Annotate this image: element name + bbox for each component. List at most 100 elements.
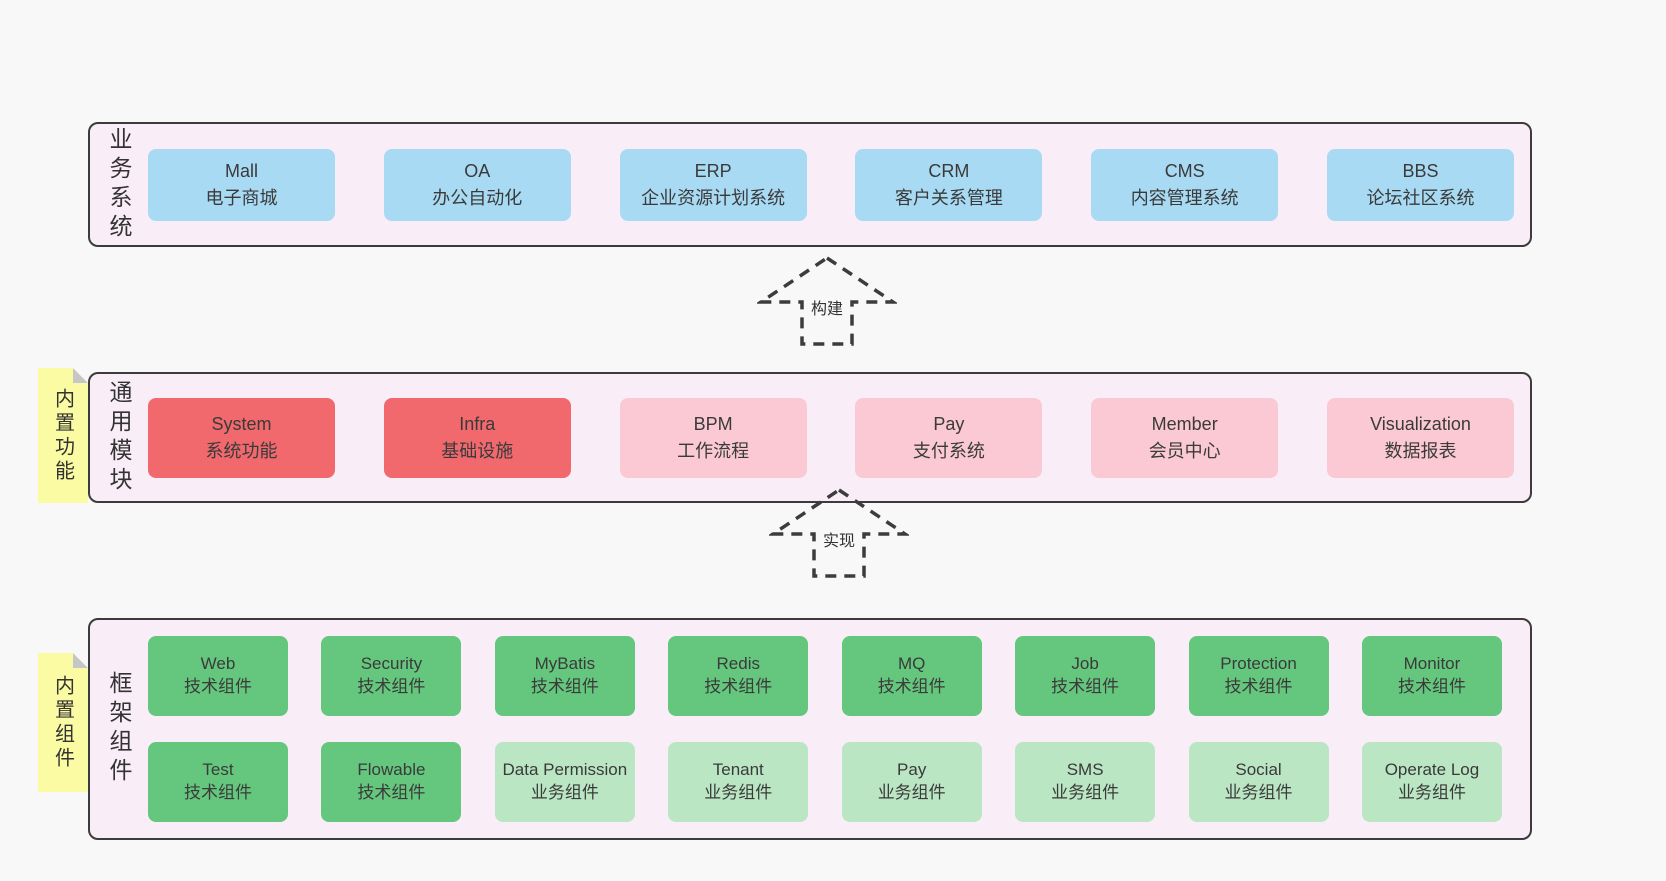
box-job: Job 技术组件 xyxy=(1015,636,1156,716)
box-cms: CMS 内容管理系统 xyxy=(1091,148,1279,221)
box-title: ERP xyxy=(694,160,732,181)
box-subtitle: 内容管理系统 xyxy=(1130,187,1239,208)
box-title: System xyxy=(211,413,272,434)
box-subtitle: 工作流程 xyxy=(677,440,750,461)
box-subtitle: 电子商城 xyxy=(205,187,278,208)
box-redis: Redis 技术组件 xyxy=(668,636,809,716)
box-visualization: Visualization 数据报表 xyxy=(1326,397,1514,478)
box-subtitle: 技术组件 xyxy=(357,677,426,696)
box-flowable: Flowable 技术组件 xyxy=(321,742,462,822)
box-title: Pay xyxy=(897,760,927,780)
layer-label-text: 通用模块 xyxy=(106,379,132,496)
box-title: Data Permission xyxy=(502,760,628,780)
box-subtitle: 办公自动化 xyxy=(432,187,523,208)
business-boxes: Mall 电子商城 OA 办公自动化 ERP 企业资源计划系统 CRM 客户关系… xyxy=(148,148,1530,221)
box-title: Job xyxy=(1071,654,1099,674)
box-subtitle: 技术组件 xyxy=(704,677,773,696)
box-subtitle: 技术组件 xyxy=(357,783,426,802)
module-boxes: System 系统功能 Infra 基础设施 BPM 工作流程 Pay 支付系统… xyxy=(148,397,1530,478)
box-pay-component: Pay 业务组件 xyxy=(841,742,982,822)
box-title: Infra xyxy=(459,413,496,434)
box-subtitle: 业务组件 xyxy=(704,783,773,802)
box-title: Web xyxy=(200,654,236,674)
box-web: Web 技术组件 xyxy=(148,636,288,716)
box-title: OA xyxy=(464,160,491,181)
box-subtitle: 技术组件 xyxy=(1397,677,1466,696)
box-operate-log: Operate Log 业务组件 xyxy=(1361,742,1502,822)
box-social: Social 业务组件 xyxy=(1188,742,1329,822)
box-infra: Infra 基础设施 xyxy=(383,397,571,478)
box-subtitle: 支付系统 xyxy=(912,440,985,461)
box-subtitle: 数据报表 xyxy=(1384,440,1457,461)
box-security: Security 技术组件 xyxy=(321,636,462,716)
box-subtitle: 企业资源计划系统 xyxy=(641,187,786,208)
box-title: MyBatis xyxy=(534,654,596,674)
box-subtitle: 业务组件 xyxy=(1397,783,1466,802)
box-subtitle: 技术组件 xyxy=(530,677,599,696)
box-title: BBS xyxy=(1402,160,1439,181)
box-subtitle: 业务组件 xyxy=(1224,783,1293,802)
box-title: Tenant xyxy=(712,760,764,780)
folded-corner-icon xyxy=(73,368,88,383)
box-pay-module: Pay 支付系统 xyxy=(855,397,1043,478)
box-sms: SMS 业务组件 xyxy=(1015,742,1156,822)
box-title: Monitor xyxy=(1403,654,1461,674)
box-title: Social xyxy=(1235,760,1282,780)
box-subtitle: 论坛社区系统 xyxy=(1366,187,1475,208)
box-subtitle: 会员中心 xyxy=(1148,440,1221,461)
box-erp: ERP 企业资源计划系统 xyxy=(619,148,807,221)
arrow-build: 构建 xyxy=(757,255,897,347)
up-arrow-icon xyxy=(757,255,897,346)
layer-label-components: 框架组件 xyxy=(90,620,148,838)
box-title: SMS xyxy=(1066,760,1104,780)
note-builtin-features: 内置功能 xyxy=(38,368,88,503)
note-text: 内置功能 xyxy=(51,387,74,484)
component-row-1: Web 技术组件 Security 技术组件 MyBatis 技术组件 Redi… xyxy=(148,636,1502,716)
note-builtin-components: 内置组件 xyxy=(38,653,88,792)
box-title: CMS xyxy=(1164,160,1205,181)
box-title: CRM xyxy=(928,160,970,181)
arrow-implement-label: 实现 xyxy=(769,527,909,551)
box-title: Visualization xyxy=(1370,413,1471,434)
component-row-2: Test 技术组件 Flowable 技术组件 Data Permission … xyxy=(148,742,1502,822)
box-subtitle: 客户关系管理 xyxy=(894,187,1003,208)
layer-label-text: 业务系统 xyxy=(106,126,132,243)
box-title: Pay xyxy=(933,413,965,434)
box-title: Redis xyxy=(716,654,760,674)
box-mall: Mall 电子商城 xyxy=(148,148,335,221)
layer-common-modules: 通用模块 System 系统功能 Infra 基础设施 BPM 工作流程 Pay… xyxy=(88,372,1532,503)
box-title: MQ xyxy=(897,654,926,674)
arrow-build-label: 构建 xyxy=(757,295,897,319)
box-subtitle: 业务组件 xyxy=(877,783,946,802)
folded-corner-icon xyxy=(73,653,88,668)
box-title: Mall xyxy=(224,160,258,181)
layer-label-text: 框架组件 xyxy=(106,671,132,787)
box-subtitle: 技术组件 xyxy=(1051,677,1120,696)
layer-business-systems: 业务系统 Mall 电子商城 OA 办公自动化 ERP 企业资源计划系统 CRM… xyxy=(88,122,1532,247)
up-arrow-icon xyxy=(769,487,909,578)
box-subtitle: 业务组件 xyxy=(530,783,599,802)
component-grid: Web 技术组件 Security 技术组件 MyBatis 技术组件 Redi… xyxy=(148,636,1530,822)
box-subtitle: 系统功能 xyxy=(205,440,278,461)
layer-label-business: 业务系统 xyxy=(90,124,148,245)
box-subtitle: 基础设施 xyxy=(441,440,514,461)
box-title: BPM xyxy=(693,413,733,434)
box-subtitle: 业务组件 xyxy=(1051,783,1120,802)
box-subtitle: 技术组件 xyxy=(1224,677,1293,696)
box-title: Security xyxy=(360,654,423,674)
box-title: Protection xyxy=(1220,654,1297,674)
box-tenant: Tenant 业务组件 xyxy=(668,742,809,822)
box-monitor: Monitor 技术组件 xyxy=(1361,636,1502,716)
box-protection: Protection 技术组件 xyxy=(1188,636,1329,716)
box-oa: OA 办公自动化 xyxy=(383,148,571,221)
box-system: System 系统功能 xyxy=(148,397,335,478)
note-text: 内置组件 xyxy=(51,674,74,771)
box-member: Member 会员中心 xyxy=(1091,397,1279,478)
box-title: Test xyxy=(202,760,234,780)
box-subtitle: 技术组件 xyxy=(184,677,252,696)
box-subtitle: 技术组件 xyxy=(877,677,946,696)
box-mq: MQ 技术组件 xyxy=(841,636,982,716)
box-title: Member xyxy=(1151,413,1218,434)
box-bpm: BPM 工作流程 xyxy=(619,397,807,478)
